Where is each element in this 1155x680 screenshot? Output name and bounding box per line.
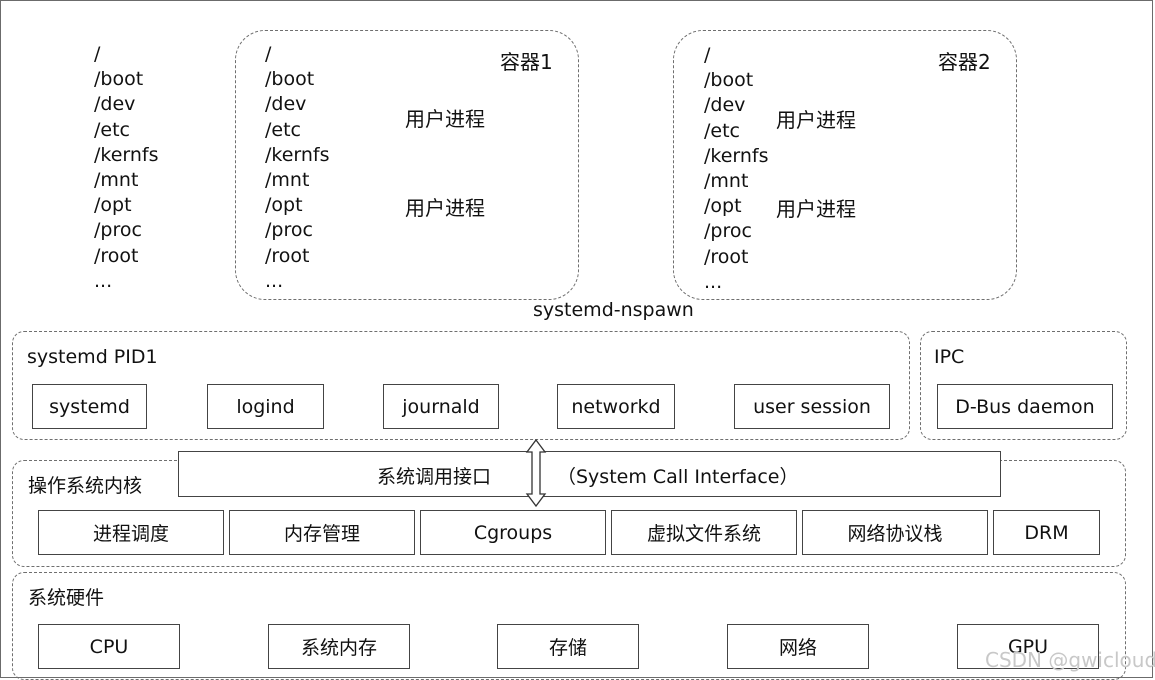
path-item: /dev	[94, 93, 136, 116]
path-item: /etc	[265, 118, 301, 141]
ipc-group	[920, 331, 1127, 440]
kernel-module: 内存管理	[229, 510, 415, 555]
path-item: /boot	[265, 68, 315, 91]
watermark: CSDN @gwicloud	[985, 648, 1155, 672]
path-item: /boot	[94, 68, 144, 91]
path-item: /	[265, 43, 272, 65]
path-item: /kernfs	[94, 143, 159, 166]
dbus-daemon-box: D-Bus daemon	[937, 384, 1113, 429]
path-item: /proc	[265, 219, 313, 242]
syscall-interface-label: 系统调用接口	[377, 466, 492, 488]
path-item: /opt	[94, 194, 132, 217]
syscall-arrow	[525, 438, 547, 508]
path-item: ...	[94, 269, 113, 292]
path-item: /dev	[704, 94, 746, 117]
path-item: /	[704, 44, 711, 66]
hardware-component: CPU	[38, 624, 180, 669]
systemd-component: user session	[734, 384, 890, 429]
path-item: /root	[704, 245, 749, 268]
kernel-group-title: 操作系统内核	[28, 475, 143, 497]
container-2-process: 用户进程	[776, 108, 856, 132]
path-item: /mnt	[265, 169, 310, 192]
kernel-module: DRM	[993, 510, 1100, 555]
container-2-filesystem-list: / /boot /dev /etc /kernfs /mnt /opt /pro…	[704, 43, 769, 295]
kernel-module: 虚拟文件系统	[611, 510, 797, 555]
path-item: /proc	[704, 220, 752, 243]
container-2	[673, 30, 1017, 300]
hardware-component: 系统内存	[268, 624, 410, 669]
path-item: /mnt	[704, 170, 749, 193]
path-item: ...	[265, 269, 284, 292]
path-item: /proc	[94, 219, 142, 242]
syscall-interface-box: 系统调用接口 （System Call Interface）	[178, 451, 1001, 497]
path-item: /	[94, 43, 101, 65]
path-item: /root	[265, 244, 310, 267]
hardware-component: 网络	[727, 624, 869, 669]
container-1	[235, 30, 579, 300]
path-item: /root	[94, 244, 139, 267]
path-item: /etc	[704, 119, 740, 142]
path-item: /kernfs	[704, 144, 769, 167]
container-2-process: 用户进程	[776, 197, 856, 221]
path-item: /kernfs	[265, 143, 330, 166]
hardware-group-title: 系统硬件	[28, 587, 105, 609]
hardware-component: GPU	[957, 624, 1099, 669]
container-1-filesystem-list: / /boot /dev /etc /kernfs /mnt /opt /pro…	[265, 42, 330, 294]
host-filesystem-list: / /boot /dev /etc /kernfs /mnt /opt /pro…	[94, 42, 159, 294]
container-2-label: 容器2	[938, 50, 991, 74]
syscall-interface-english: （System Call Interface）	[557, 466, 799, 488]
systemd-component: journald	[383, 384, 499, 429]
systemd-group-title: systemd PID1	[27, 346, 158, 368]
ipc-group-title: IPC	[934, 346, 965, 368]
kernel-module: Cgroups	[420, 510, 606, 555]
container-1-process: 用户进程	[405, 196, 485, 220]
systemd-component: networkd	[557, 384, 675, 429]
path-item: ...	[704, 270, 723, 293]
nspawn-label: systemd-nspawn	[533, 299, 694, 321]
kernel-module: 进程调度	[38, 510, 224, 555]
path-item: /etc	[94, 118, 130, 141]
systemd-group	[12, 331, 910, 440]
container-1-process: 用户进程	[405, 107, 485, 131]
path-item: /opt	[265, 194, 303, 217]
systemd-component: systemd	[32, 384, 147, 429]
container-1-label: 容器1	[500, 50, 553, 74]
kernel-module: 网络协议栈	[802, 510, 988, 555]
path-item: /mnt	[94, 169, 139, 192]
path-item: /dev	[265, 93, 307, 116]
path-item: /boot	[704, 69, 754, 92]
systemd-component: logind	[207, 384, 324, 429]
hardware-component: 存储	[497, 624, 639, 669]
path-item: /opt	[704, 195, 742, 218]
